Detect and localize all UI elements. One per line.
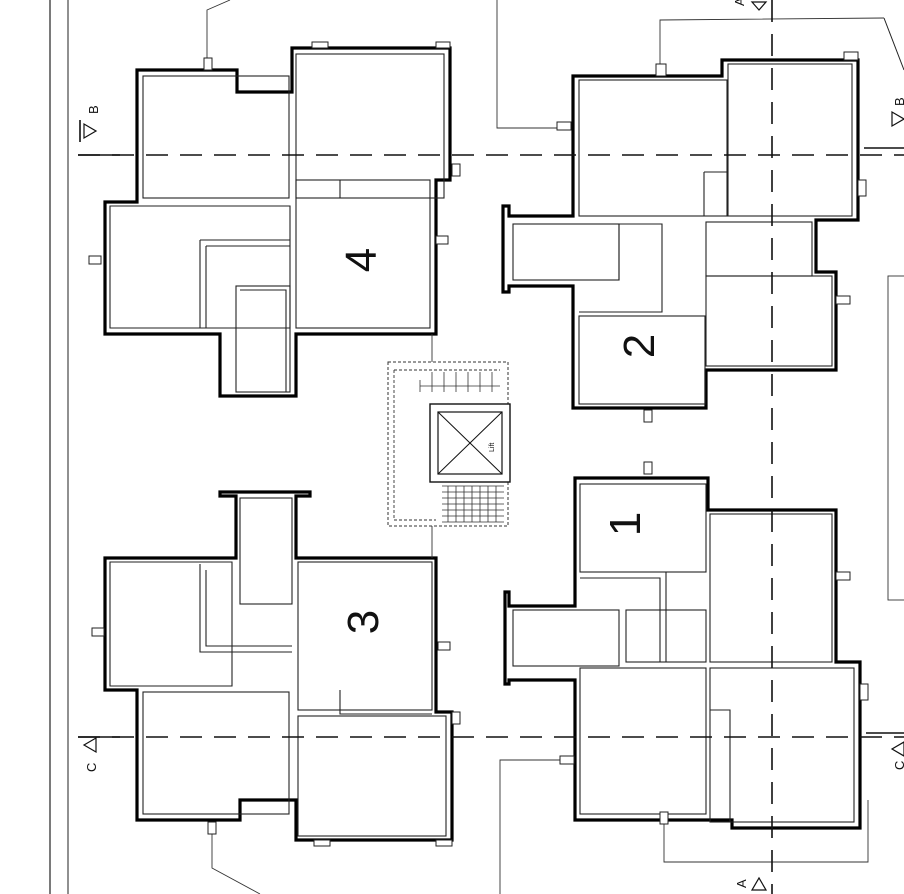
marker-a-bottom-triangle	[750, 876, 768, 891]
section-lines	[78, 0, 904, 894]
marker-b-right-triangle	[891, 110, 904, 128]
stair-treads-upper	[419, 372, 500, 392]
unit-1-rooms	[512, 483, 855, 823]
unit-4	[88, 41, 461, 398]
section-letter-c-left: C	[84, 763, 99, 772]
marker-c-right-triangle	[890, 741, 904, 757]
site-boundary	[49, 0, 904, 894]
unit-3-studs	[91, 627, 461, 847]
unit-1-outer-wall	[503, 476, 862, 830]
unit-number-3: 3	[339, 610, 388, 634]
section-marker-ticks	[78, 147, 904, 738]
section-letter-b-left: B	[86, 105, 101, 114]
service-lines	[206, 0, 904, 894]
unit-3	[91, 490, 461, 847]
section-letter-a-bottom: A	[734, 879, 749, 888]
unit-number-1: 1	[601, 512, 650, 536]
unit-3-outer-wall	[103, 490, 454, 842]
unit-4-outer-wall	[103, 46, 452, 398]
unit-number-2: 2	[615, 334, 664, 358]
lift-label: Lift	[489, 443, 496, 452]
unit-2-outer-wall	[501, 58, 860, 410]
marker-b-left-triangle	[83, 122, 98, 140]
marker-c-left-triangle	[82, 736, 97, 754]
unit-4-rooms	[109, 53, 445, 393]
lift-car	[437, 411, 503, 475]
unit-1-studs	[559, 461, 869, 825]
marker-a-top-triangle	[750, 1, 768, 11]
section-markers	[82, 1, 904, 891]
stair-lift-core: Lift	[387, 361, 511, 527]
stair-treads-lower	[442, 485, 504, 523]
unit-2	[501, 51, 867, 423]
unit-3-rooms	[109, 497, 447, 837]
unit-number-4: 4	[337, 248, 386, 272]
unit-4-studs	[88, 41, 461, 265]
section-letter-a-top: A	[732, 0, 747, 6]
unit-2-studs	[556, 51, 867, 423]
unit-1	[503, 461, 869, 830]
section-letter-c-right: C	[892, 761, 904, 770]
section-letter-b-right: B	[892, 97, 904, 106]
unit-2-rooms	[512, 63, 853, 405]
